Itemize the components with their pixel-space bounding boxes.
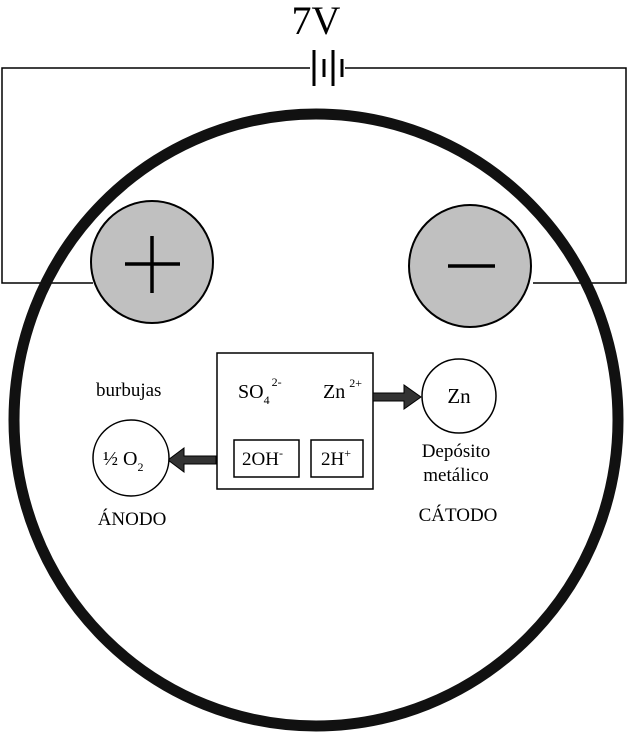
zinc-deposit-circle bbox=[421, 358, 497, 434]
arrow-to-cathode bbox=[372, 384, 422, 410]
cell-container bbox=[8, 108, 624, 732]
sulfate-ion: SO42- bbox=[238, 375, 282, 407]
cathode-label: CÁTODO bbox=[419, 504, 498, 526]
deposit-label-line2: metálico bbox=[423, 465, 488, 486]
circuit-wire-right bbox=[345, 67, 627, 284]
battery-voltage: 7V bbox=[292, 0, 341, 43]
hydrogen-box bbox=[310, 439, 364, 478]
hydrogen-ion: 2H+ bbox=[321, 446, 351, 470]
hydroxide-ion: 2OH- bbox=[242, 446, 283, 470]
zinc-metal: Zn bbox=[447, 384, 471, 408]
oxygen-bubble bbox=[92, 419, 170, 497]
hydroxide-box bbox=[233, 439, 300, 478]
cathode-electrode bbox=[408, 204, 532, 328]
deposit-label-line1: Depósito bbox=[422, 441, 491, 462]
anode-electrode bbox=[90, 200, 214, 324]
battery-symbol bbox=[312, 50, 344, 86]
anode-label: ÁNODO bbox=[98, 508, 167, 530]
plus-icon bbox=[125, 236, 180, 293]
arrow-to-anode bbox=[167, 447, 217, 473]
bubbles-label: burbujas bbox=[96, 380, 161, 401]
